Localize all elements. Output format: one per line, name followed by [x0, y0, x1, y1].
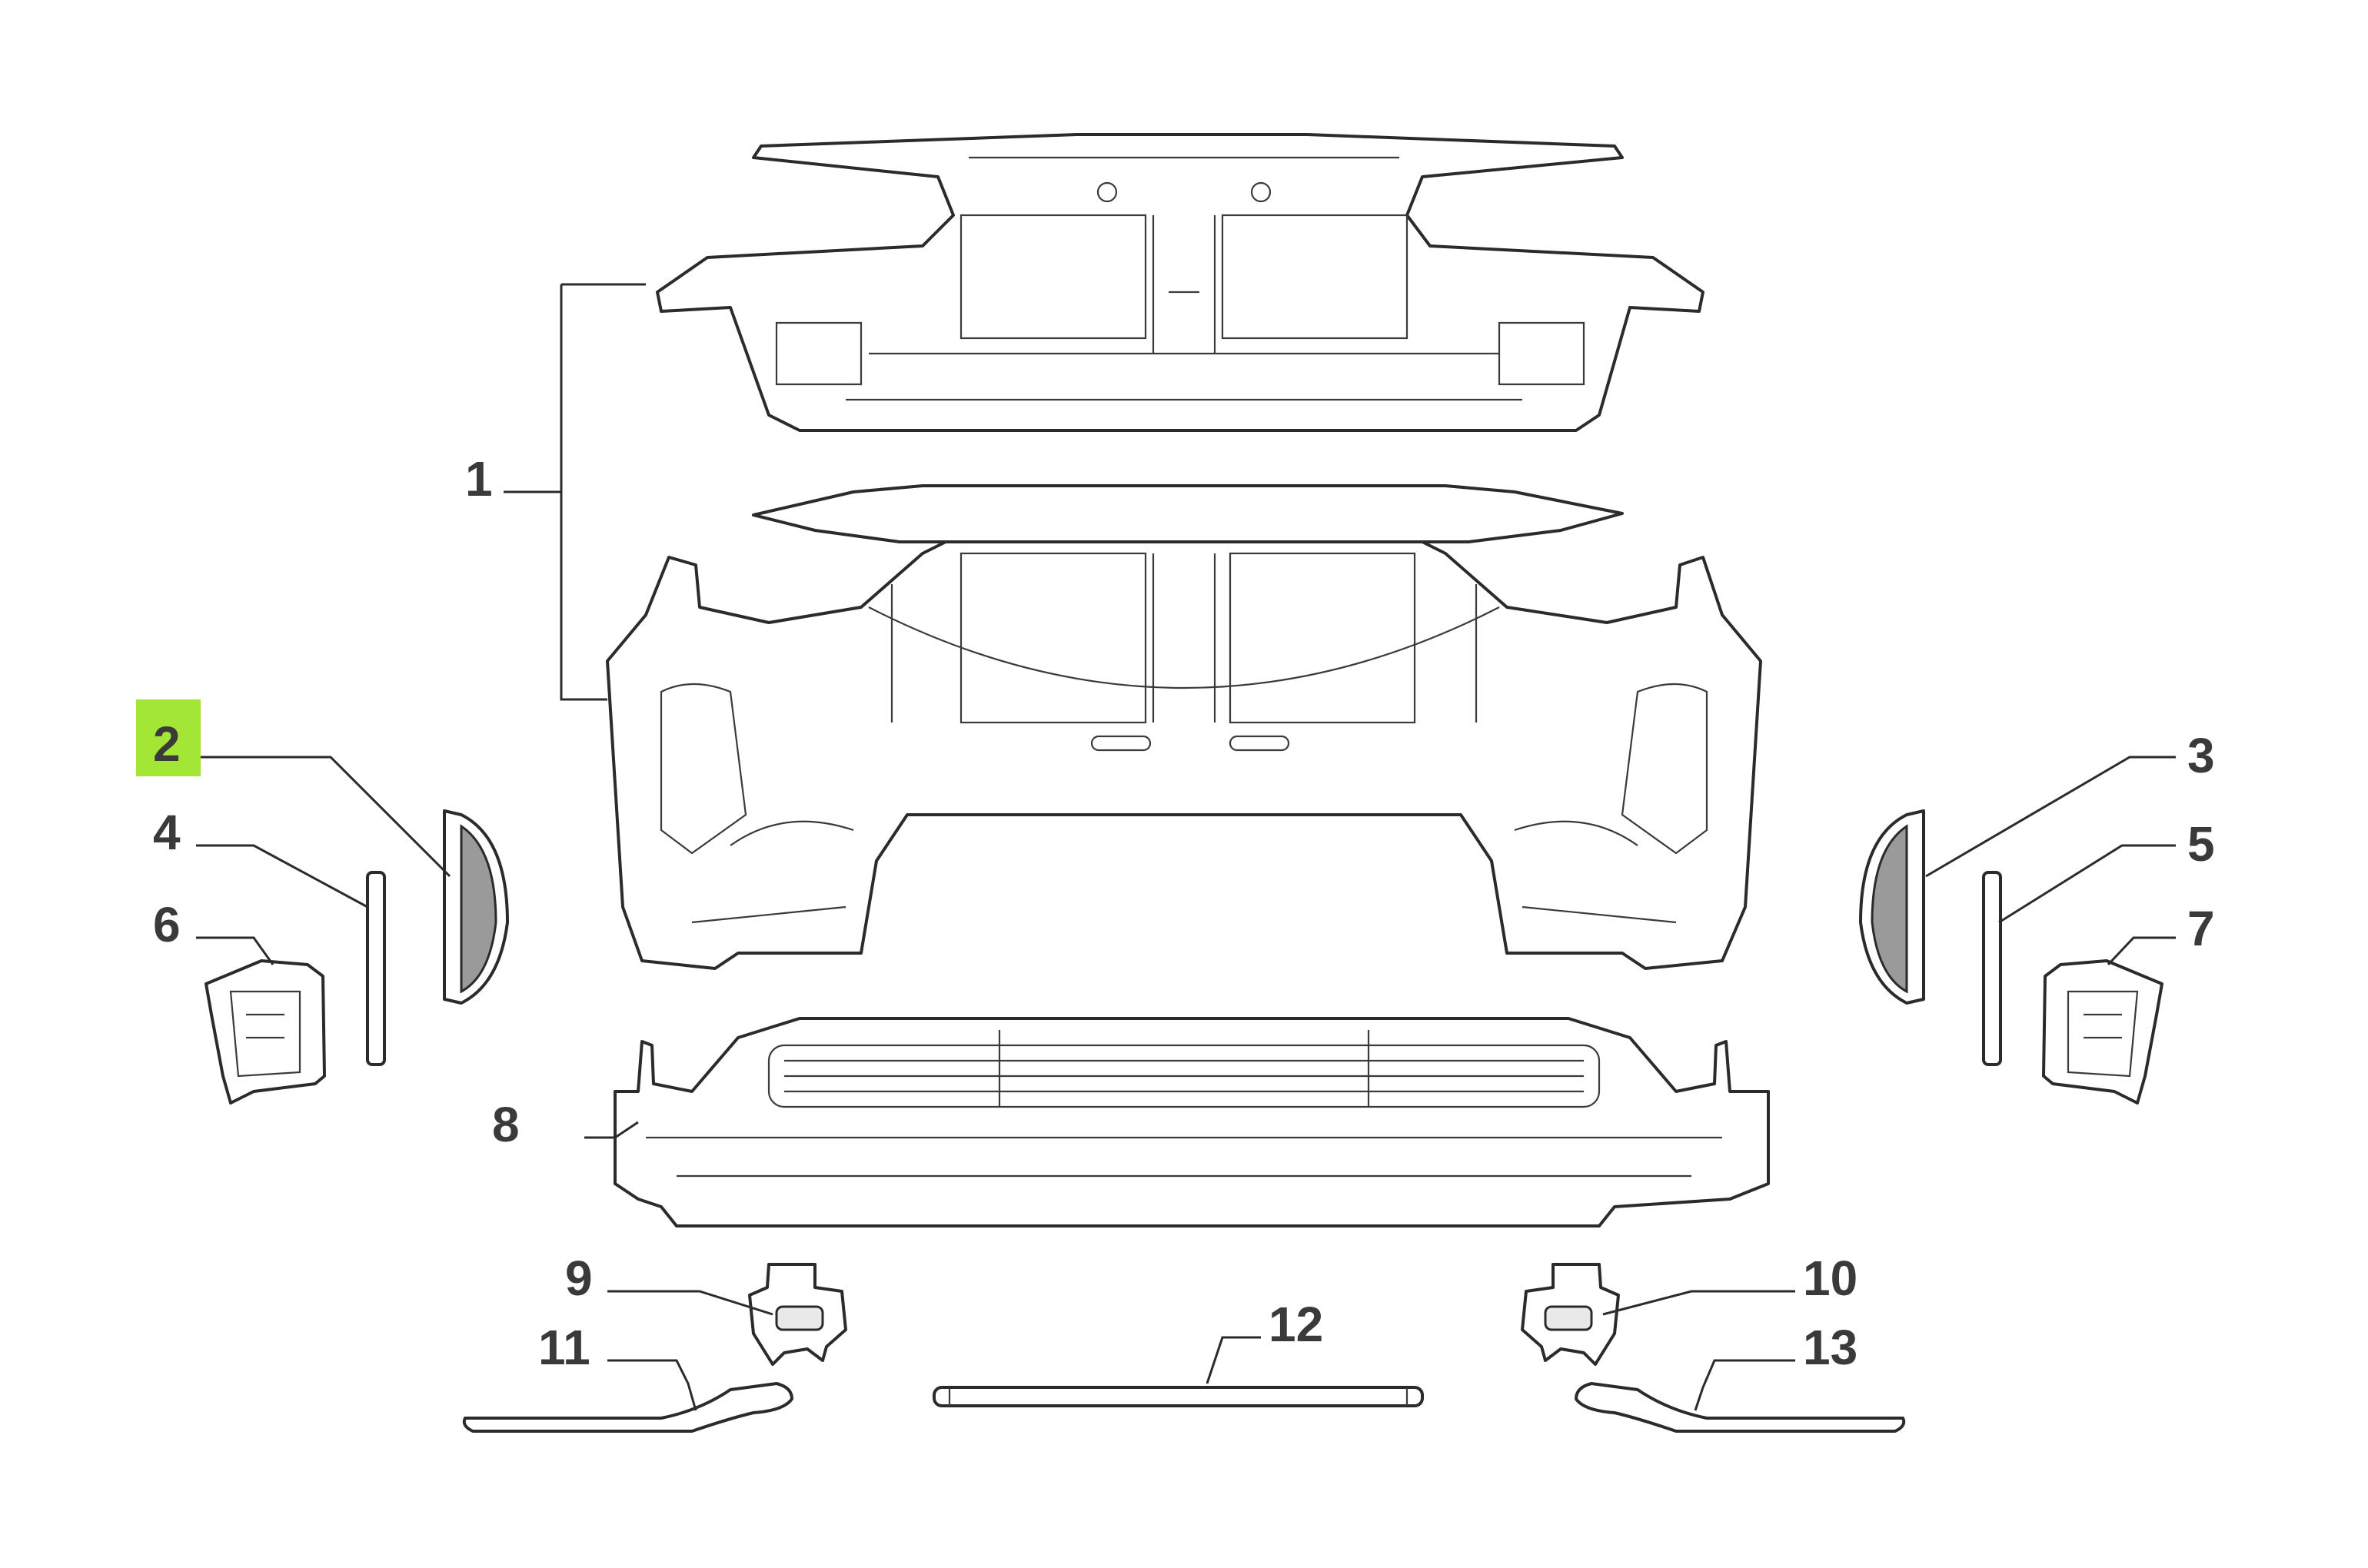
callout-5[interactable]: 5 [2187, 816, 2215, 872]
callout-10[interactable]: 10 [1803, 1251, 1857, 1306]
callout-8[interactable]: 8 [492, 1097, 520, 1152]
callout-12[interactable]: 12 [1269, 1297, 1323, 1352]
callout-4[interactable]: 4 [153, 805, 181, 860]
part-2-left-grille[interactable] [443, 809, 509, 1005]
part-13-right-moulding[interactable] [1575, 1382, 1906, 1433]
part-3-right-grille[interactable] [1859, 809, 1925, 1005]
callout-labels: 1 2 3 4 5 6 7 8 9 10 11 12 13 [136, 451, 2215, 1375]
leader-lines [196, 283, 2176, 1411]
callout-7[interactable]: 7 [2187, 901, 2215, 956]
part-1-bumper-cover[interactable] [606, 540, 1762, 970]
part-12-centre-moulding[interactable] [933, 1386, 1424, 1407]
part-10-right-fog-bracket[interactable] [1521, 1263, 1620, 1366]
part-1-upper-trim[interactable] [752, 484, 1624, 543]
part-4-left-trim-strip[interactable] [366, 871, 386, 1066]
callout-3[interactable]: 3 [2187, 728, 2215, 783]
part-8-lower-bumper[interactable] [614, 1017, 1770, 1227]
callout-1[interactable]: 1 [465, 451, 493, 507]
part-11-left-moulding[interactable] [462, 1382, 793, 1433]
part-9-left-fog-bracket[interactable] [748, 1263, 847, 1366]
part-5-right-trim-strip[interactable] [1982, 871, 2002, 1066]
callout-highlight [136, 699, 201, 776]
callout-2[interactable]: 2 [153, 716, 181, 772]
callout-9[interactable]: 9 [565, 1251, 593, 1306]
callout-13[interactable]: 13 [1803, 1320, 1857, 1375]
part-1-radiator-support[interactable] [656, 133, 1704, 432]
callout-6[interactable]: 6 [153, 897, 181, 952]
callout-11[interactable]: 11 [538, 1320, 590, 1375]
part-7-right-bracket[interactable] [2042, 959, 2163, 1105]
part-6-left-bracket[interactable] [205, 959, 326, 1105]
